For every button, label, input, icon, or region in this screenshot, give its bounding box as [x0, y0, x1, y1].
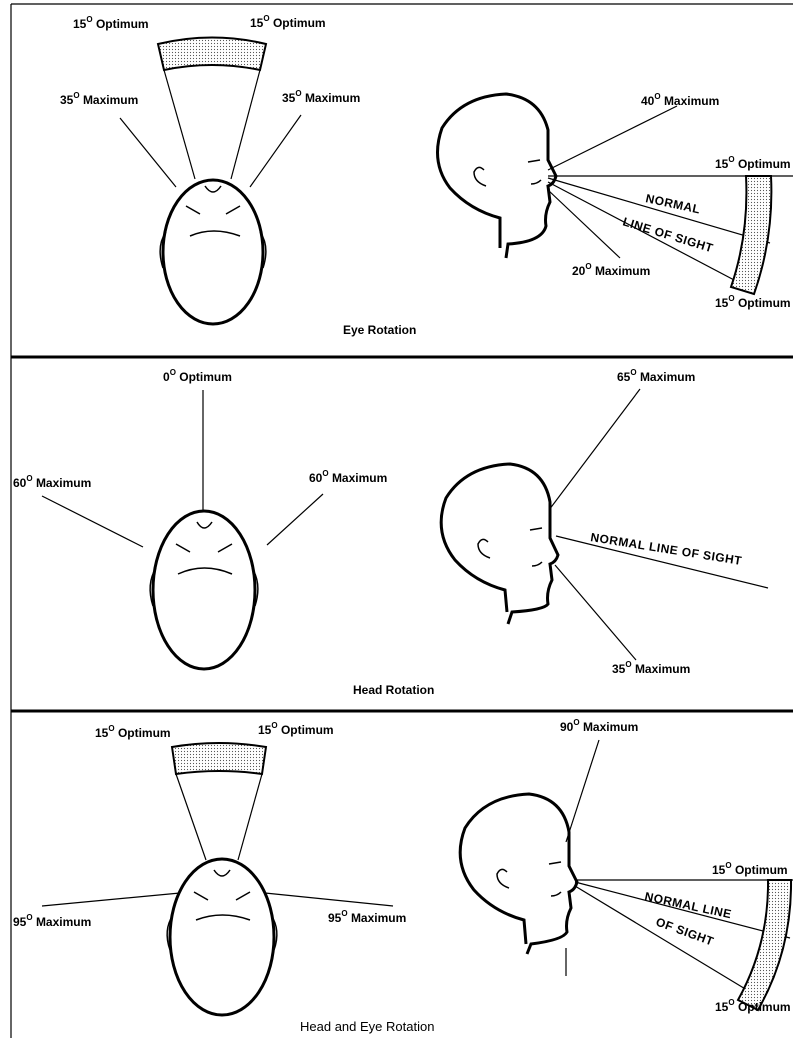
side-view-head — [441, 389, 768, 660]
angle-label: 15O Optimum — [258, 721, 334, 737]
angle-label-part: 15 — [712, 863, 726, 877]
angle-label-part: Optimum — [735, 863, 788, 877]
angle-label-part: 15 — [250, 16, 264, 30]
angle-label-part: Maximum — [583, 720, 638, 734]
angle-label: 95O Maximum — [328, 909, 406, 925]
head-and-eye-rotation-panel: 15O Optimum 15O Optimum 95O Maximum 95O … — [13, 718, 793, 1034]
top-view-head — [42, 390, 323, 669]
angle-label-part: Maximum — [305, 91, 360, 105]
angle-label: 15O Optimum — [715, 294, 791, 310]
angle-label-part: Optimum — [738, 1000, 791, 1014]
angle-label: 35O Maximum — [282, 89, 360, 105]
angle-label-part: 15 — [258, 723, 272, 737]
angle-label-part: 15 — [715, 296, 729, 310]
angle-label-part: 15 — [95, 726, 109, 740]
angle-label-part: Optimum — [281, 723, 334, 737]
angle-label: 0O Optimum — [163, 368, 232, 384]
angle-label-part: Optimum — [96, 17, 149, 31]
angle-label: 60O Maximum — [309, 469, 387, 485]
angle-label: 15O Optimum — [715, 998, 791, 1014]
angle-label-part: Maximum — [595, 264, 650, 278]
normal-line-of-sight-label: NORMAL LINE OF SIGHT — [590, 530, 744, 568]
caption-head-and-eye-rotation: Head and Eye Rotation — [300, 1019, 434, 1034]
angle-label: 40O Maximum — [641, 92, 719, 108]
angle-label-part: Optimum — [738, 296, 791, 310]
angle-label: 60O Maximum — [13, 474, 91, 490]
angle-label-part: 60 — [309, 471, 323, 485]
angle-label-part: 95 — [328, 911, 342, 925]
angle-label: 95O Maximum — [13, 913, 91, 929]
angle-label-part: 60 — [13, 476, 27, 490]
angle-label: 65O Maximum — [617, 368, 695, 384]
angle-label-part: Optimum — [738, 157, 791, 171]
angle-label-part: 90 — [560, 720, 574, 734]
angle-label-part: 35 — [60, 93, 74, 107]
frame — [11, 4, 793, 1038]
angle-label: 15O Optimum — [715, 155, 791, 171]
angle-label: 15O Optimum — [95, 724, 171, 740]
angle-label-part: Maximum — [664, 94, 719, 108]
angle-label-part: Maximum — [351, 911, 406, 925]
angle-label: 20O Maximum — [572, 262, 650, 278]
angle-label-part: 35 — [282, 91, 296, 105]
angle-label-part: Maximum — [640, 370, 695, 384]
normal-line-of-sight-label: LINE OF SIGHT — [621, 214, 715, 255]
angle-label-part: Maximum — [635, 662, 690, 676]
angle-label-part: 35 — [612, 662, 626, 676]
angle-label-part: Maximum — [36, 476, 91, 490]
angle-label-part: Optimum — [273, 16, 326, 30]
angle-label: 15O Optimum — [250, 14, 326, 30]
angle-label-part: Optimum — [179, 370, 232, 384]
normal-line-of-sight-label: NORMAL — [644, 191, 701, 216]
normal-line-of-sight-label: OF SIGHT — [654, 915, 716, 949]
angle-label: 35O Maximum — [60, 91, 138, 107]
top-view-head — [120, 38, 301, 325]
angle-label-part: 15 — [715, 157, 729, 171]
angle-label-part: 20 — [572, 264, 586, 278]
angle-label-part: Maximum — [83, 93, 138, 107]
top-view-head — [42, 743, 393, 1015]
eye-rotation-panel: 15O Optimum 15O Optimum 35O Maximum 35O … — [60, 14, 793, 337]
caption-eye-rotation: Eye Rotation — [343, 323, 416, 337]
angle-label-part: Optimum — [118, 726, 171, 740]
angle-label: 15O Optimum — [712, 861, 788, 877]
angle-label: 35O Maximum — [612, 660, 690, 676]
angle-label-part: 65 — [617, 370, 631, 384]
caption-head-rotation: Head Rotation — [353, 683, 434, 697]
angle-label-part: 15 — [715, 1000, 729, 1014]
angle-label-part: 40 — [641, 94, 655, 108]
angle-label-part: 95 — [13, 915, 27, 929]
angle-label: 15O Optimum — [73, 15, 149, 31]
angle-label-part: Maximum — [36, 915, 91, 929]
normal-line-of-sight-label: NORMAL LINE — [643, 889, 733, 921]
head-rotation-panel: 0O Optimum 60O Maximum 60O Maximum 65O M… — [13, 368, 768, 697]
angle-label-part: Maximum — [332, 471, 387, 485]
angle-label: 90O Maximum — [560, 718, 638, 734]
angle-label-part: 15 — [73, 17, 87, 31]
